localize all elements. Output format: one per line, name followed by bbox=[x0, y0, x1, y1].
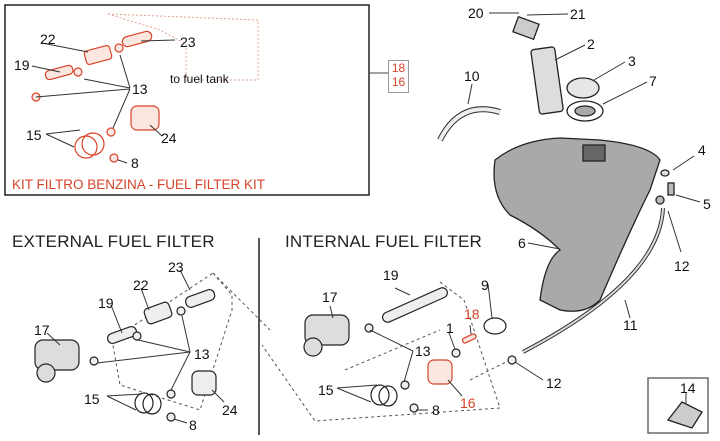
ext-pump-17 bbox=[34, 339, 80, 371]
kit-hose-19 bbox=[44, 64, 74, 81]
int-nut-8 bbox=[409, 403, 419, 413]
to-fuel-tank-note: to fuel tank bbox=[170, 72, 229, 86]
kit-clamp bbox=[114, 43, 124, 53]
callout-9: 9 bbox=[481, 277, 489, 293]
callout-17: 17 bbox=[322, 289, 338, 305]
callout-3: 3 bbox=[628, 53, 636, 69]
callout-8: 8 bbox=[131, 155, 139, 171]
internal-highlight-parts bbox=[427, 333, 477, 385]
ext-hose-23 bbox=[185, 288, 216, 308]
kit-oring bbox=[81, 132, 105, 156]
filler-neck bbox=[582, 144, 606, 162]
callout-2: 2 bbox=[587, 36, 595, 52]
callout-17: 17 bbox=[34, 322, 50, 338]
callout-5: 5 bbox=[703, 196, 711, 212]
callout-20: 20 bbox=[468, 5, 484, 21]
internal-dashed-outline bbox=[261, 281, 501, 422]
callout-19: 19 bbox=[383, 267, 399, 283]
callout-4: 4 bbox=[698, 142, 706, 158]
kit-box-frame bbox=[4, 4, 370, 196]
callout-21: 21 bbox=[570, 6, 586, 22]
ext-clamp bbox=[89, 356, 99, 366]
fuel-cap-3 bbox=[566, 77, 600, 99]
kit-hose-23 bbox=[121, 30, 153, 48]
callout-13: 13 bbox=[194, 346, 210, 362]
callout-16: 16 bbox=[460, 395, 476, 411]
callout-15: 15 bbox=[318, 382, 334, 398]
callout-18: 18 bbox=[464, 306, 480, 322]
int-clamp-9 bbox=[483, 317, 507, 335]
ext-filter-22 bbox=[143, 301, 173, 325]
int-part-18 bbox=[461, 333, 477, 344]
kit-filter-22 bbox=[83, 44, 113, 66]
internal-fuel-filter-heading: INTERNAL FUEL FILTER bbox=[285, 232, 483, 251]
external-parts bbox=[34, 288, 217, 422]
callout-15: 15 bbox=[84, 391, 100, 407]
ref-16: 16 bbox=[391, 75, 406, 89]
callout-22: 22 bbox=[133, 277, 149, 293]
callout-1: 1 bbox=[446, 320, 454, 336]
kit-clamp bbox=[73, 67, 83, 77]
kit-clamp bbox=[106, 127, 116, 137]
callout-19: 19 bbox=[14, 57, 30, 73]
internal-parts bbox=[303, 287, 517, 413]
fuel-pump-sender bbox=[530, 46, 564, 115]
kit-parts bbox=[31, 30, 160, 163]
bolt-5 bbox=[667, 182, 675, 196]
external-leaders bbox=[46, 269, 225, 424]
gasket-top bbox=[512, 15, 540, 41]
ext-nut-8 bbox=[166, 412, 176, 422]
callout-13: 13 bbox=[415, 343, 431, 359]
fuel-tank-assembly bbox=[437, 15, 709, 434]
callout-24: 24 bbox=[222, 402, 238, 418]
int-part-1 bbox=[451, 348, 461, 358]
tank-leaders bbox=[467, 12, 701, 403]
callout-8: 8 bbox=[189, 417, 197, 433]
callout-24: 24 bbox=[161, 130, 177, 146]
external-fuel-filter-heading: EXTERNAL FUEL FILTER bbox=[12, 232, 215, 251]
callout-12: 12 bbox=[546, 375, 562, 391]
nut-12 bbox=[655, 195, 665, 205]
callout-23: 23 bbox=[180, 34, 196, 50]
callout-8: 8 bbox=[432, 402, 440, 418]
callout-14: 14 bbox=[680, 380, 696, 396]
callout-7: 7 bbox=[649, 73, 657, 89]
fuel-tank bbox=[493, 137, 661, 312]
callout-10: 10 bbox=[464, 68, 480, 84]
int-filter-16 bbox=[427, 359, 453, 385]
callout-11: 11 bbox=[623, 317, 638, 333]
callout-12: 12 bbox=[674, 258, 690, 274]
callout-23: 23 bbox=[168, 259, 184, 275]
internal-leaders bbox=[329, 283, 544, 411]
ref-18: 18 bbox=[391, 61, 406, 75]
int-pump-17 bbox=[304, 314, 350, 346]
clip-14 bbox=[666, 401, 703, 429]
int-hose-19 bbox=[381, 287, 449, 323]
callout-13: 13 bbox=[132, 81, 148, 97]
int-nut-12 bbox=[507, 355, 517, 365]
callout-19: 19 bbox=[98, 295, 114, 311]
kit-nut-8 bbox=[109, 153, 119, 163]
callout-6: 6 bbox=[518, 235, 526, 251]
washer-4 bbox=[660, 169, 670, 177]
callout-22: 22 bbox=[40, 31, 56, 47]
reference-box: 18 16 bbox=[388, 60, 409, 93]
kit-filter-24 bbox=[130, 105, 160, 131]
callout-15: 15 bbox=[26, 127, 42, 143]
kit-leader-lines bbox=[31, 39, 176, 164]
inset-box bbox=[647, 377, 709, 434]
ext-filter-24 bbox=[191, 370, 217, 396]
ext-hose-19 bbox=[107, 325, 137, 345]
kit-title: KIT FILTRO BENZINA - FUEL FILTER KIT bbox=[12, 177, 266, 192]
